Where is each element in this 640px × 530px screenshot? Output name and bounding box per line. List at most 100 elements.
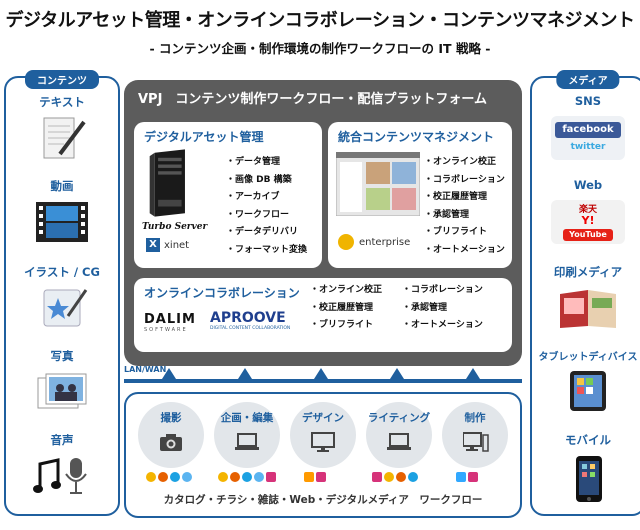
aproove-logo: APROOVE DIGITAL CONTENT COLLABORATION: [210, 310, 290, 331]
up-arrow-icon: [238, 368, 252, 379]
dam-bullet: データ管理: [226, 154, 307, 172]
youtube-logo: YouTube: [563, 229, 613, 241]
office-icons: [372, 472, 418, 484]
aproove-brand: APROOVE: [210, 310, 286, 326]
up-arrow-icon: [162, 368, 176, 379]
illustration-star-icon: [43, 289, 88, 327]
rakuten-logo: 楽天: [578, 205, 597, 215]
station-shoot-label: 撮影: [160, 412, 182, 424]
chrome-icon: [146, 472, 156, 482]
station-design: デザイン: [290, 402, 356, 468]
dalim-logo: DALIM SOFTWARE: [144, 312, 196, 333]
workflow-caption: カタログ・チラシ・雑誌・Web・デジタルメディア ワークフロー: [163, 494, 483, 506]
twitter-logo: twitter: [570, 142, 606, 152]
music-mic-icon: [33, 458, 87, 494]
collab-title: オンラインコラボレーション: [144, 286, 300, 300]
content-photo: 写真: [6, 348, 118, 414]
media-sns: SNS facebook twitter: [532, 94, 640, 160]
content-text: テキスト: [6, 94, 118, 160]
content-audio: 音声: [6, 432, 118, 498]
film-strip-icon: [36, 202, 88, 242]
cms-bullet: ブリフライト: [424, 224, 505, 242]
dam-bullets: データ管理 画像 DB 構築 アーカイブ ワークフロー データデリバリ フォーマ…: [226, 154, 307, 259]
xinet-x-icon: X: [146, 238, 160, 252]
cms-bullet: オートメーション: [424, 242, 505, 260]
dam-bullet: データデリバリ: [226, 224, 307, 242]
lan-wan-bar: LAN/WAN: [124, 365, 522, 390]
contents-column: コンテンツ テキスト 動画 イラスト / CG 写真: [4, 70, 120, 516]
dam-bullet: ワークフロー: [226, 207, 307, 225]
tablet-icon: [570, 371, 606, 411]
cms-bullet: コラボレーション: [424, 172, 505, 190]
ie-icon: [408, 472, 418, 482]
cms-title: 統合コンテンツマネジメント: [338, 130, 495, 144]
camera-icon: [160, 434, 182, 451]
workflow-box: 撮影 企画・編集 デザイン ライティング 制作: [124, 392, 522, 518]
media-tablet: タブレットディバイス: [532, 348, 640, 413]
enterprise-logo: enterprise: [338, 234, 410, 250]
media-mobile: モバイル: [532, 432, 640, 504]
collab-panel: オンラインコラボレーション DALIM SOFTWARE APROOVE DIG…: [134, 278, 512, 352]
web-logos: 楽天 Y! YouTube: [551, 200, 625, 244]
server-icon: [149, 149, 185, 217]
content-photo-label: 写真: [50, 349, 74, 363]
monitor-icon: [311, 432, 335, 452]
safari-icon: [254, 472, 264, 482]
collab-bullet: 承認管理: [402, 300, 483, 318]
content-text-label: テキスト: [39, 95, 85, 109]
cms-bullet: オンライン校正: [424, 154, 505, 172]
content-video-label: 動画: [50, 179, 74, 193]
collab-bullet: コラボレーション: [402, 282, 483, 300]
station-design-label: デザイン: [302, 412, 344, 424]
ie-icon: [242, 472, 252, 482]
platform-title: VPJ コンテンツ制作ワークフロー・配信プラットフォーム: [138, 92, 488, 107]
id-icon: [266, 472, 276, 482]
up-arrow-icon: [390, 368, 404, 379]
document-pen-icon: [43, 117, 86, 159]
content-video: 動画: [6, 178, 118, 244]
laptop-icon: [387, 433, 411, 450]
indesign-icon: [372, 472, 382, 482]
chrome-icon: [218, 472, 228, 482]
chrome-icon: [384, 472, 394, 482]
magazine-icon: [560, 290, 616, 328]
aproove-sub: DIGITAL CONTENT COLLABORATION: [210, 326, 291, 331]
dam-title: デジタルアセット管理: [144, 130, 264, 144]
turbo-server-label: Turbo Server: [142, 222, 208, 232]
cms-bullet: 承認管理: [424, 207, 505, 225]
station-writing: ライティング: [366, 402, 432, 468]
dam-panel: デジタルアセット管理 Turbo Server X xinet データ管理 画像…: [134, 122, 322, 268]
media-print: 印刷メディア: [532, 264, 640, 330]
yahoo-logo: Y!: [581, 214, 595, 227]
enterprise-brand: enterprise: [359, 236, 411, 248]
laptop-icon: [235, 433, 259, 450]
collab-bullet: ブリフライト: [310, 317, 382, 335]
collab-bullet: オンライン校正: [310, 282, 382, 300]
photoshop-icon: [456, 472, 466, 482]
ie-icon: [170, 472, 180, 482]
lan-wan-line: [124, 379, 522, 383]
content-illust-label: イラスト / CG: [24, 265, 100, 279]
indesign-icon: [468, 472, 478, 482]
dam-bullet: アーカイブ: [226, 189, 307, 207]
firefox-icon: [396, 472, 406, 482]
page-title: デジタルアセット管理・オンラインコラボレーション・コンテンツマネジメント: [5, 10, 635, 31]
xinet-brand: xinet: [164, 239, 190, 251]
browser-icons: [218, 472, 276, 484]
cms-panel: 統合コンテンツマネジメント enterprise オンライン校正 コラボレーショ…: [328, 122, 512, 268]
adobe-icons: [304, 472, 326, 484]
browser-icons: [146, 472, 192, 484]
dam-bullet: 画像 DB 構築: [226, 172, 307, 190]
collab-bullet: オートメーション: [402, 317, 483, 335]
lan-wan-label: LAN/WAN: [124, 365, 167, 374]
enterprise-circle-icon: [338, 234, 354, 250]
media-print-label: 印刷メディア: [553, 265, 623, 279]
station-edit-label: 企画・編集: [220, 412, 274, 424]
contents-tab: コンテンツ: [25, 70, 99, 89]
safari-icon: [182, 472, 192, 482]
media-mobile-label: モバイル: [565, 433, 611, 447]
media-column: メディア SNS facebook twitter Web 楽天 Y! YouT…: [530, 70, 640, 516]
station-production-label: 制作: [464, 412, 486, 424]
media-tablet-label: タブレットディバイス: [538, 352, 638, 363]
media-web: Web 楽天 Y! YouTube: [532, 178, 640, 244]
